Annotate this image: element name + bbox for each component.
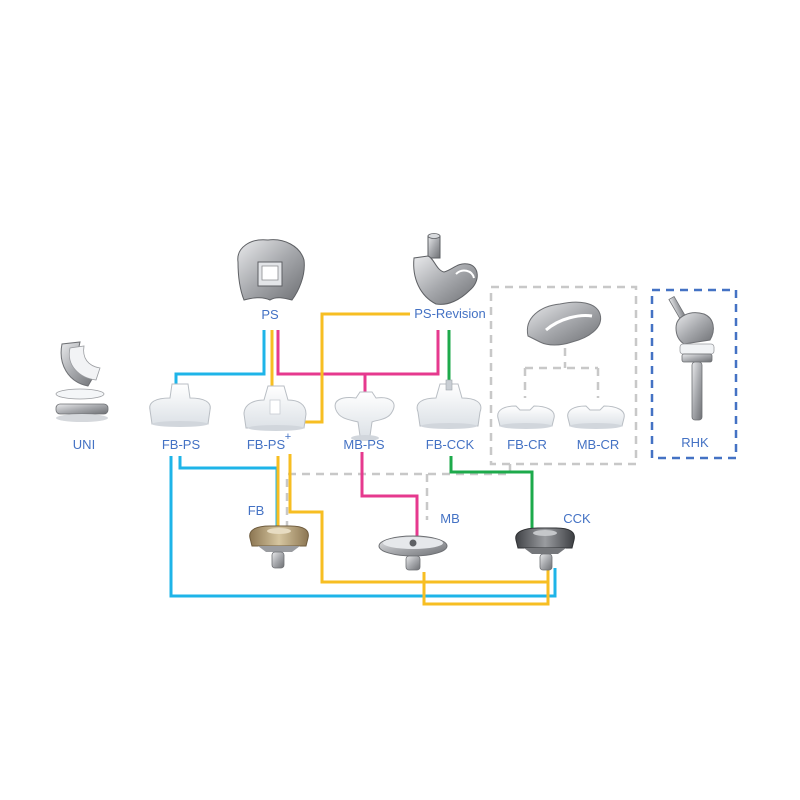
label-ps-revision: PS-Revision [414, 306, 486, 321]
label-mb: MB [440, 511, 460, 526]
fixed-bearing-tibial-tray-icon [249, 525, 309, 569]
fb-ps-plus-insert-icon [243, 385, 307, 431]
fb-cr-insert-icon [497, 405, 555, 429]
unicompartmental-knee-implant-icon [55, 341, 109, 422]
mobile-bearing-tibial-tray-icon [378, 535, 448, 571]
pink-mb-ps-to-mb-tray-line [360, 452, 419, 536]
label-cck: CCK [563, 511, 591, 526]
labels: UNI FB-PS FB-PS + MB-PS FB-CCK FB-CR MB-… [73, 306, 709, 526]
green-fb-cck-to-cck-tray-line [449, 456, 534, 528]
rotating-hinge-knee-icon [668, 295, 715, 421]
cr-group-dashed-box [489, 285, 638, 466]
label-ps: PS [261, 307, 279, 322]
yellow-fb-ps-plus-to-trays-line [288, 454, 550, 584]
label-mb-ps: MB-PS [343, 437, 385, 452]
mb-ps-insert-icon [334, 391, 395, 441]
label-rhk: RHK [681, 435, 709, 450]
label-fb-cr: FB-CR [507, 437, 547, 452]
fb-cck-insert-icon [416, 379, 482, 429]
cr-branch-dashed-line [523, 348, 600, 398]
label-fb: FB [248, 503, 265, 518]
cck-tibial-tray-icon [515, 527, 575, 571]
pink-ps-revision-to-mb-ps-line [365, 330, 440, 376]
mb-group-dashed-line [285, 464, 512, 526]
label-fb-cck: FB-CCK [426, 437, 475, 452]
yellow-ps-revision-to-fb-ps-plus-line [298, 312, 410, 424]
label-uni: UNI [73, 437, 95, 452]
ps-revision-femoral-component-icon [413, 233, 478, 305]
fb-ps-insert-icon [149, 383, 211, 427]
ps-femoral-component-icon [237, 239, 305, 301]
blue-fb-ps-to-trays-line [169, 456, 557, 598]
blue-ps-to-fb-ps-line [174, 330, 266, 394]
label-plus-sign: + [285, 431, 291, 443]
rhk-dashed-box [650, 288, 738, 460]
label-fb-ps-plus: FB-PS [247, 437, 286, 452]
mb-cr-insert-icon [567, 405, 625, 429]
cr-femoral-component-icon [526, 301, 602, 346]
label-mb-cr: MB-CR [577, 437, 620, 452]
connector-lines [169, 285, 738, 606]
label-fb-ps: FB-PS [162, 437, 201, 452]
yellow-mb-tray-drop-line [422, 572, 550, 606]
